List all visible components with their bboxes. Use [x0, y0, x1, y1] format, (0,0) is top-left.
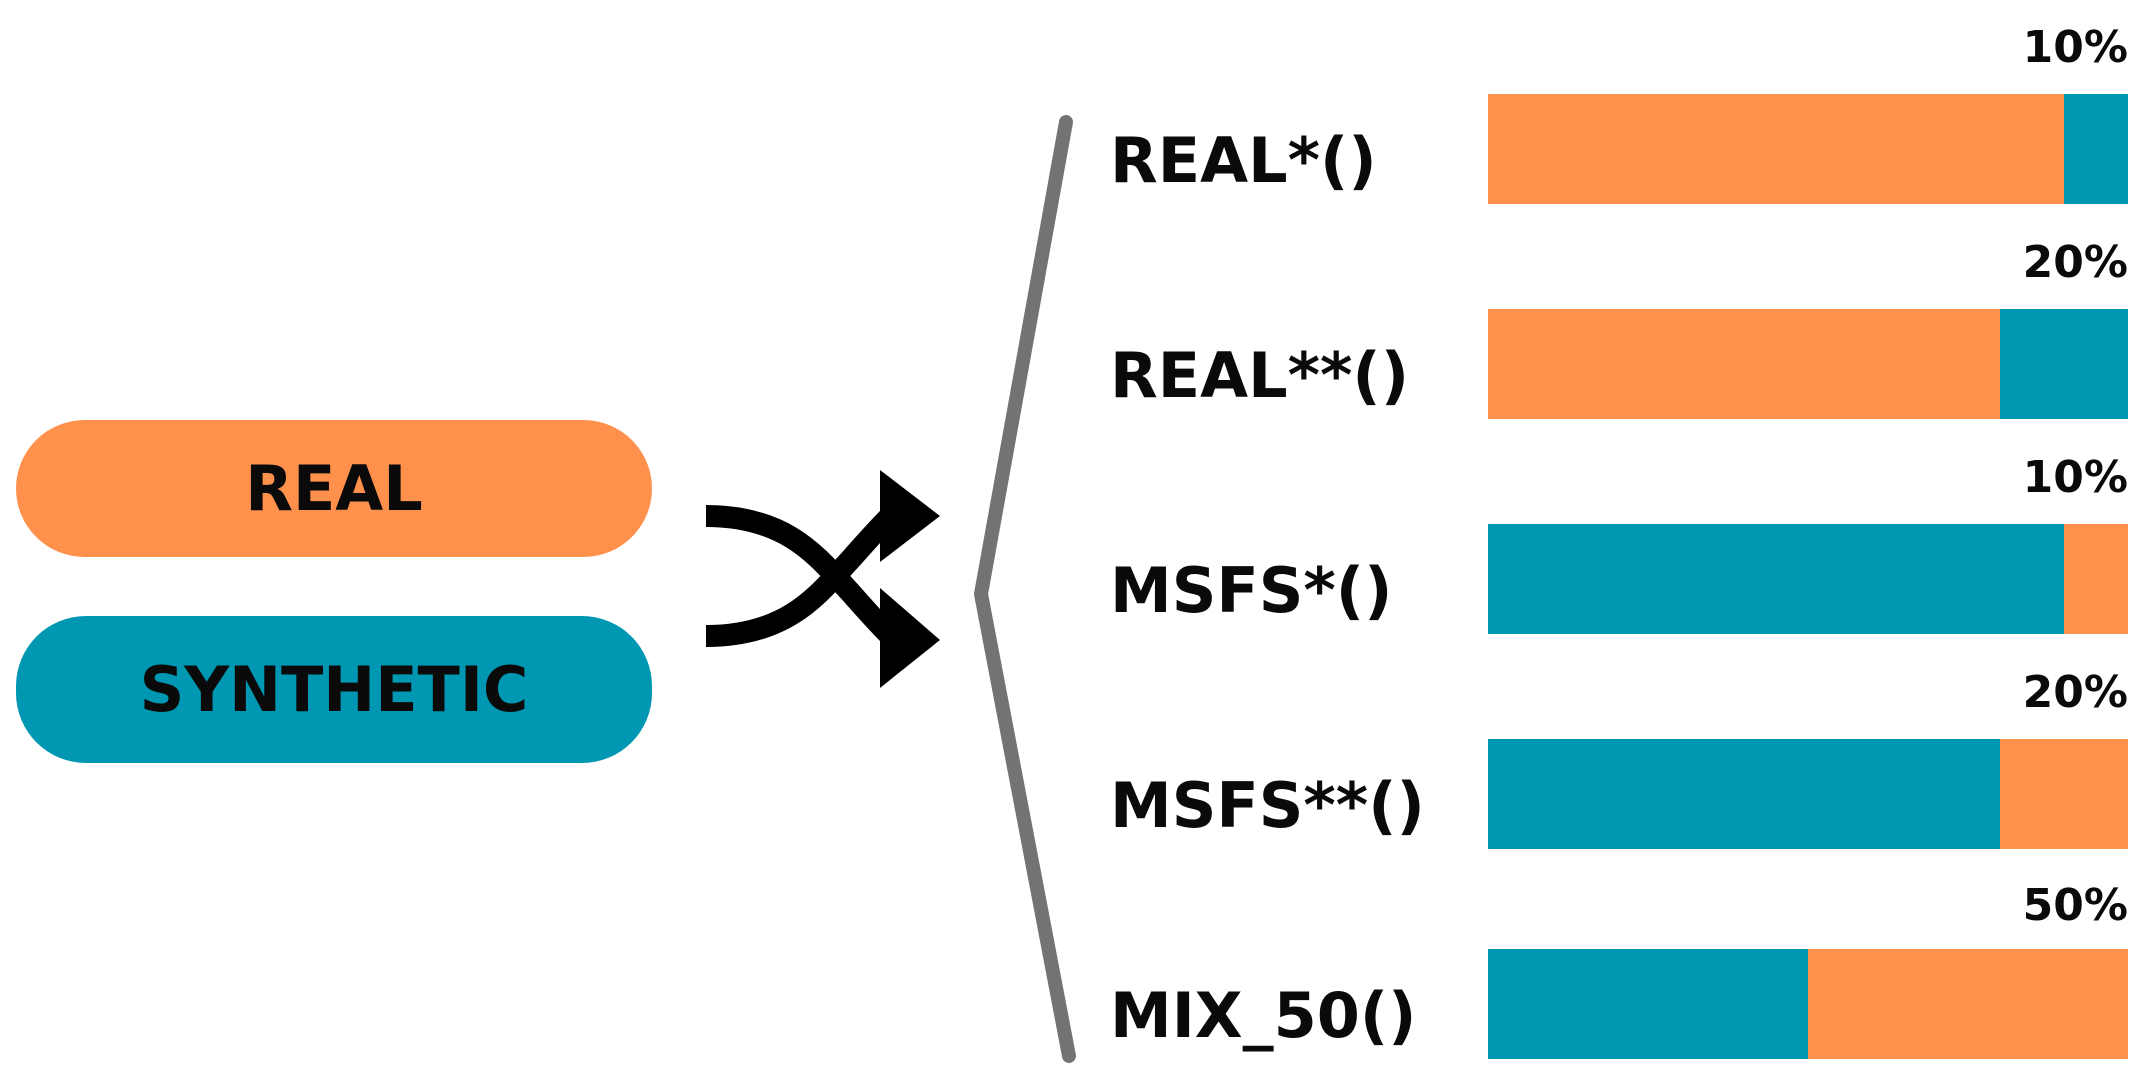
shuffle-upper-arc — [705, 503, 903, 647]
shuffle-icon — [705, 470, 940, 688]
source-pill-synthetic: SYNTHETIC — [16, 616, 652, 763]
composition-bar — [1488, 739, 2128, 849]
composition-bar — [1488, 949, 2128, 1059]
composition-bar-segment — [1488, 94, 2064, 204]
composition-bar-segment — [2064, 94, 2128, 204]
composition-bar-segment — [2000, 309, 2128, 419]
dataset-percent-label: 20% — [2022, 237, 2128, 288]
composition-bar-segment — [2064, 524, 2128, 634]
source-label-real: REAL — [245, 452, 423, 525]
dataset-label: REAL**() — [1110, 339, 1410, 412]
bracket — [974, 115, 1076, 1063]
dataset-percent-label: 50% — [2022, 880, 2128, 931]
composition-bar — [1488, 309, 2128, 419]
composition-bar-segment — [1808, 949, 2128, 1059]
dataset-label: MSFS*() — [1110, 554, 1393, 627]
shuffle-lower-arrowhead — [880, 588, 940, 688]
dataset-label: MSFS**() — [1110, 769, 1425, 842]
composition-bar — [1488, 524, 2128, 634]
composition-bar-segment — [1488, 309, 2000, 419]
shuffle-lower-arc — [705, 505, 903, 649]
composition-bar-segment — [1488, 949, 1808, 1059]
composition-bar — [1488, 94, 2128, 204]
shuffle-upper-arrowhead — [880, 470, 940, 562]
dataset-label: REAL*() — [1110, 124, 1377, 197]
dataset-label: MIX_50() — [1110, 979, 1417, 1052]
composition-bar-segment — [1488, 524, 2064, 634]
dataset-percent-label: 10% — [2022, 22, 2128, 73]
composition-bar-segment — [1488, 739, 2000, 849]
source-pill-real: REAL — [16, 420, 652, 557]
dataset-percent-label: 20% — [2022, 667, 2128, 718]
composition-bar-segment — [2000, 739, 2128, 849]
source-label-synthetic: SYNTHETIC — [139, 653, 529, 726]
dataset-percent-label: 10% — [2022, 452, 2128, 503]
